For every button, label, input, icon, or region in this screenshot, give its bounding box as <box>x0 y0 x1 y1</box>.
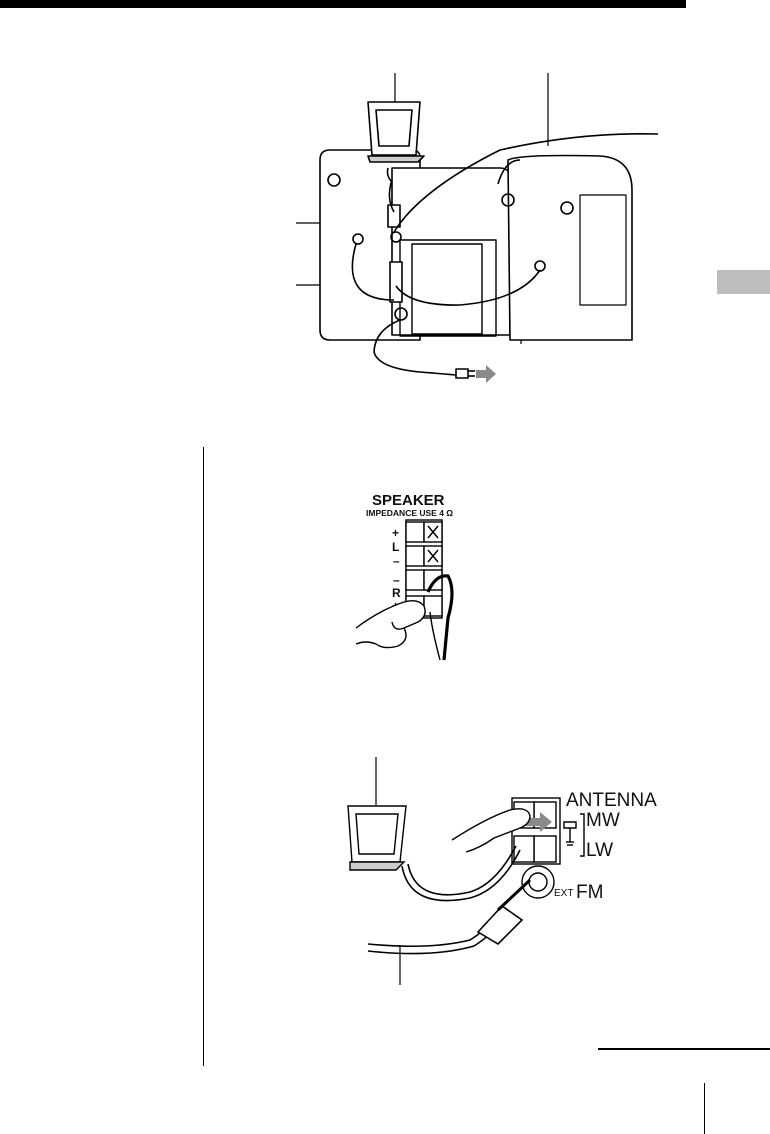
mw-lw-bracket <box>564 814 584 856</box>
antenna-terminal-illustration: ANTENNA MW LW EXT FM <box>348 757 657 985</box>
speaker-minus-top: – <box>393 554 400 568</box>
speaker-terminal-illustration: SPEAKER IMPEDANCE USE 4 Ω + L – – R + <box>356 492 453 660</box>
speaker-title: SPEAKER <box>372 492 445 509</box>
terminal-l-minus <box>406 546 442 566</box>
system-rear-illustration <box>296 73 658 383</box>
speaker-label-r: R <box>392 586 401 600</box>
hand-pressing-terminal <box>356 601 425 648</box>
right-speaker <box>498 156 632 341</box>
speaker-label-l: L <box>392 540 399 554</box>
loop-antenna <box>368 102 424 162</box>
speaker-plus-top: + <box>392 526 399 540</box>
antenna-lw-label: LW <box>586 840 613 861</box>
antenna-fm-label: FM <box>576 882 603 903</box>
antenna-ext-label: EXT <box>554 888 573 899</box>
to-wall-outlet-arrow-icon <box>476 365 496 383</box>
fm-wire-antenna-lower <box>368 920 492 946</box>
speaker-impedance: IMPEDANCE USE 4 Ω <box>366 508 453 518</box>
speaker-minus-bottom: – <box>393 573 400 587</box>
antenna-mw-label: MW <box>586 810 620 831</box>
terminal-l-plus <box>406 522 442 542</box>
antenna-title: ANTENNA <box>566 790 657 811</box>
ac-plug <box>456 369 468 378</box>
main-unit <box>388 168 511 336</box>
am-loop-antenna <box>348 806 406 870</box>
